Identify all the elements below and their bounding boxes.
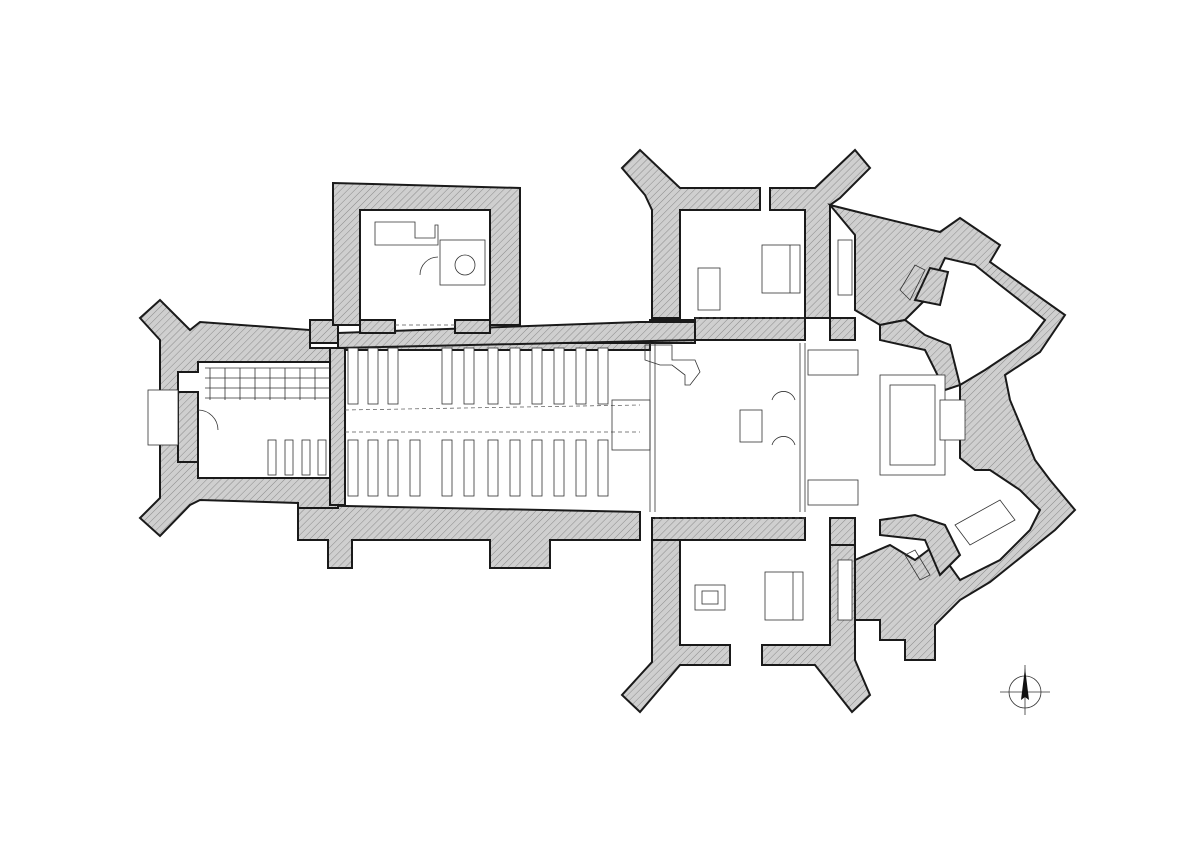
chancel-furniture: [807, 349, 966, 506]
south-transept-walls: [620, 517, 872, 714]
south-transept-furniture: [694, 571, 804, 621]
chancel-walls: [827, 203, 1077, 661]
nave-walls: [138, 181, 696, 569]
side-chapel-furniture: [837, 239, 1016, 621]
crossing-furniture: [644, 344, 796, 446]
north-arrow-icon: [1000, 665, 1050, 715]
sacristy-furniture: [374, 221, 486, 286]
interior-lines: [344, 317, 806, 519]
north-transept-walls: [620, 148, 872, 341]
north-transept-furniture: [697, 244, 801, 311]
west-vestibule: [147, 367, 330, 476]
pews-south: [347, 439, 609, 497]
pews-north: [347, 347, 609, 405]
